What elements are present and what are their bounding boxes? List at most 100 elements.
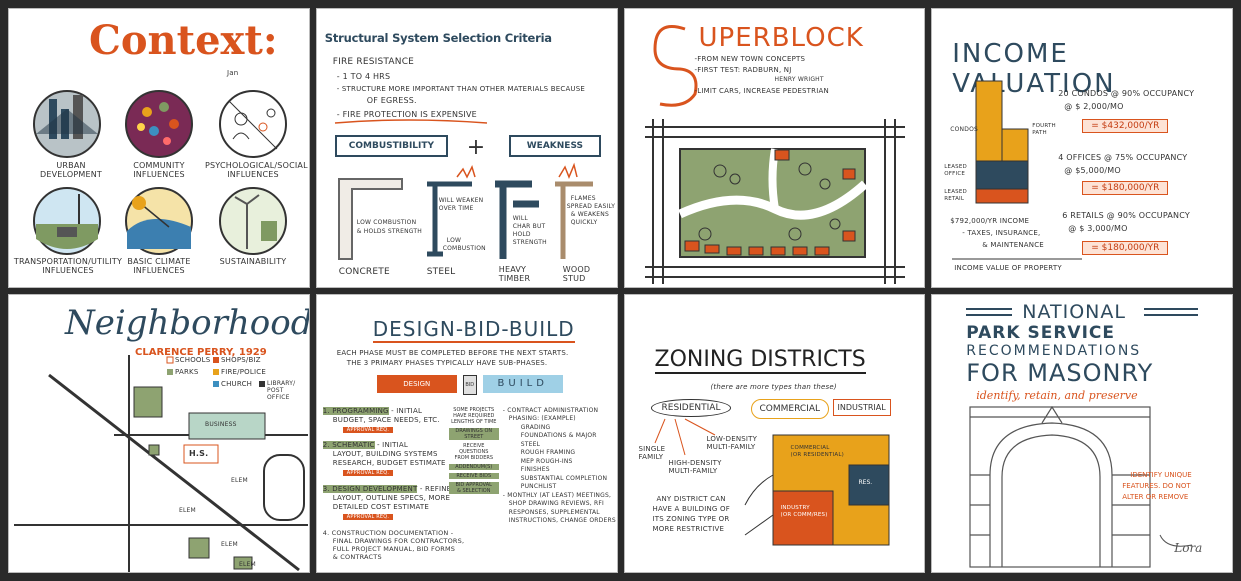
step-3-sub-2: DETAILED COST ESTIMATE: [332, 502, 430, 511]
superblock-title: UPERBLOCK: [698, 23, 864, 53]
note-steel-4: COMBUSTION: [442, 245, 486, 252]
superblock-bullet-1: -FROM NEW TOWN CONCEPTS: [694, 55, 806, 63]
build-tail-3: RESPONSES, SUPPLEMENTAL: [508, 508, 600, 516]
context-byline: Jan: [227, 69, 239, 77]
legend-parks: PARKS: [175, 367, 199, 376]
map-elem-4: ELEM: [239, 560, 256, 568]
note-wood-4: QUICKLY: [570, 219, 598, 226]
note-steel-3: LOW: [446, 237, 462, 244]
material-timber: HEAVY TIMBER: [498, 265, 531, 283]
dbb-intro-1: EACH PHASE MUST BE COMPLETED BEFORE THE …: [336, 348, 569, 357]
income-total: $792,000/YR INCOME: [950, 217, 1030, 225]
step-1-head: 1. PROGRAMMING: [322, 406, 389, 415]
income-deduction-1: - TAXES, INSURANCE,: [962, 229, 1041, 237]
legend-fire: FIRE/POLICE: [221, 367, 266, 376]
structural-members: [334, 119, 593, 260]
note-timber-1: WILL: [512, 215, 528, 222]
note-timber-4: STRENGTH: [512, 239, 547, 246]
neighborhood-title: Neighborhood: [65, 302, 310, 343]
condo-line-2: @ $ 2,000/MO: [1064, 102, 1124, 111]
retail-line-1: 6 RETAILS @ 90% OCCUPANCY: [1062, 211, 1190, 220]
panel-zoning: ZONING DISTRICTS (there are more types t…: [623, 293, 926, 573]
zone-commercial: COMMERCIAL: [750, 398, 829, 419]
step-2-head: 2. SCHEMATIC: [322, 440, 375, 449]
sustainability-icon: [219, 187, 287, 255]
panel-income: INCOME VALUATION CONDOS FOURTH PATH LEAS…: [931, 8, 1233, 288]
step-3-head: 3. DESIGN DEVELOPMENT: [322, 484, 418, 493]
income-deduction-2: & MAINTENANCE: [982, 241, 1044, 249]
label-climate: BASIC CLIMATE INFLUENCES: [127, 257, 191, 275]
note-timber-3: HOLD: [512, 231, 531, 238]
build-item-7: PUNCHLIST: [520, 483, 557, 490]
panel-structural: Structural System Selection Criteria FIR…: [315, 8, 618, 288]
panel-superblock: UPERBLOCK -FROM NEW TOWN CONCEPTS -FIRST…: [623, 8, 926, 288]
note-wood-1: FLAMES: [570, 195, 596, 202]
step-4-sub-3: & CONTRACTS: [332, 552, 382, 561]
label-urban-development: URBAN DEVELOPMENT: [39, 161, 103, 179]
map-elem-1: ELEM: [231, 476, 248, 484]
community-icon: [125, 90, 193, 158]
psychological-social-icon: [219, 90, 287, 158]
step-4-sub-1: FINAL DRAWINGS FOR CONTRACTORS,: [332, 536, 465, 545]
step-schematic: 2. SCHEMATIC - INITIAL LAYOUT, BUILDING …: [322, 440, 446, 478]
panel-context: Context: Jan: [8, 8, 310, 288]
basic-climate-icon: [125, 187, 193, 255]
bid-column: SOME PROJECTS HAVE REQUIRED LENGTHS OF T…: [448, 407, 499, 497]
nps-note-2: FEATURES. DO NOT: [1122, 481, 1191, 490]
dbb-title: DESIGN-BID-BUILD: [372, 316, 575, 343]
fire-line-3: OF EGRESS.: [366, 96, 417, 105]
side-label-office: LEASED OFFICE: [944, 164, 967, 177]
build-tail-2: SHOP DRAWING REVIEWS, RFI: [508, 500, 604, 507]
dbb-intro-2: THE 3 PRIMARY PHASES TYPICALLY HAVE SUB-…: [346, 358, 548, 367]
step-2-desc: - INITIAL: [377, 440, 408, 449]
nps-signature: Lora: [1174, 540, 1203, 555]
note-steel-2: OVER TIME: [438, 205, 474, 212]
step-4-sub-2: FULL PROJECT MANUAL, BID FORMS: [332, 544, 456, 553]
res-single-family: SINGLE FAMILY: [638, 444, 666, 461]
label-transportation: TRANSPORTATION/UTILITY INFLUENCES: [13, 257, 123, 275]
build-item-1: GRADING: [520, 423, 551, 431]
nps-tagline: identify, retain, and preserve: [976, 388, 1138, 402]
build-item-4: MEP ROUGH-INS: [520, 457, 573, 465]
build-head: - CONTRACT ADMINISTRATION: [502, 406, 599, 414]
zoning-rule-2: HAVE A BUILDING OF: [652, 504, 730, 513]
step-programming: 1. PROGRAMMING - INITIAL BUDGET, SPACE N…: [322, 406, 440, 435]
superblock-bullet-4: -LIMIT CARS, INCREASE PEDESTRIAN: [694, 87, 829, 95]
note-concrete-2: & HOLDS STRENGTH: [356, 228, 422, 235]
zoning-note: (there are more types than these): [710, 382, 837, 391]
diagram-res: RES.: [858, 478, 873, 486]
bid-note-3: LENGTHS OF TIME: [451, 418, 497, 425]
nps-title-1: NATIONAL: [1022, 300, 1126, 323]
fire-line-2: - STRUCTURE MORE IMPORTANT THAN OTHER MA…: [336, 85, 586, 93]
build-item-3: ROUGH FRAMING: [520, 449, 576, 456]
structural-title: Structural System Selection Criteria: [324, 31, 552, 45]
build-item-5: FINISHES: [520, 466, 550, 473]
income-bar: [952, 80, 1083, 260]
step-4-desc: -: [450, 528, 454, 537]
legend-schools: SCHOOLS: [175, 355, 211, 364]
map-elem-3: ELEM: [221, 540, 238, 548]
note-wood-3: & WEAKENS: [570, 211, 609, 218]
label-community: COMMUNITY INFLUENCES: [133, 161, 185, 179]
map-elem-2: ELEM: [179, 506, 196, 514]
step-1-tag: APPROVAL REQ.: [342, 426, 394, 433]
urban-development-icon: [33, 90, 101, 158]
build-tail-1: - MONTHLY (AT LEAST) MEETINGS,: [502, 491, 612, 499]
diagram-industry: INDUSTRY (OR COMM/RES): [780, 504, 828, 518]
fire-line-1: - 1 TO 4 HRS: [336, 72, 391, 81]
sketchnote-grid: Context: Jan: [8, 8, 1233, 573]
condo-line-1: 20 CONDOS @ 90% OCCUPANCY: [1058, 89, 1195, 98]
bid-item-drawings: DRAWINGS ON STREET: [448, 427, 499, 440]
side-label-fourth: FOURTH PATH: [1032, 123, 1056, 136]
neighborhood-map: [14, 354, 308, 573]
neighborhood-subtitle: CLARENCE PERRY, 1929: [135, 346, 267, 358]
legend-library: LIBRARY/ POST OFFICE: [267, 379, 296, 401]
office-line-1: 4 OFFICES @ 75% OCCUPANCY: [1058, 153, 1188, 162]
plus-sign: +: [466, 135, 486, 160]
legend-church: CHURCH: [221, 379, 253, 388]
weakness-box: WEAKNESS: [508, 135, 602, 157]
step-design-development: 3. DESIGN DEVELOPMENT - REFINE LAYOUT, O…: [322, 484, 452, 522]
fire-heading: FIRE RESISTANCE: [332, 57, 415, 67]
office-result: = $180,000/YR: [1082, 181, 1169, 195]
retail-result: = $180,000/YR: [1082, 241, 1169, 255]
